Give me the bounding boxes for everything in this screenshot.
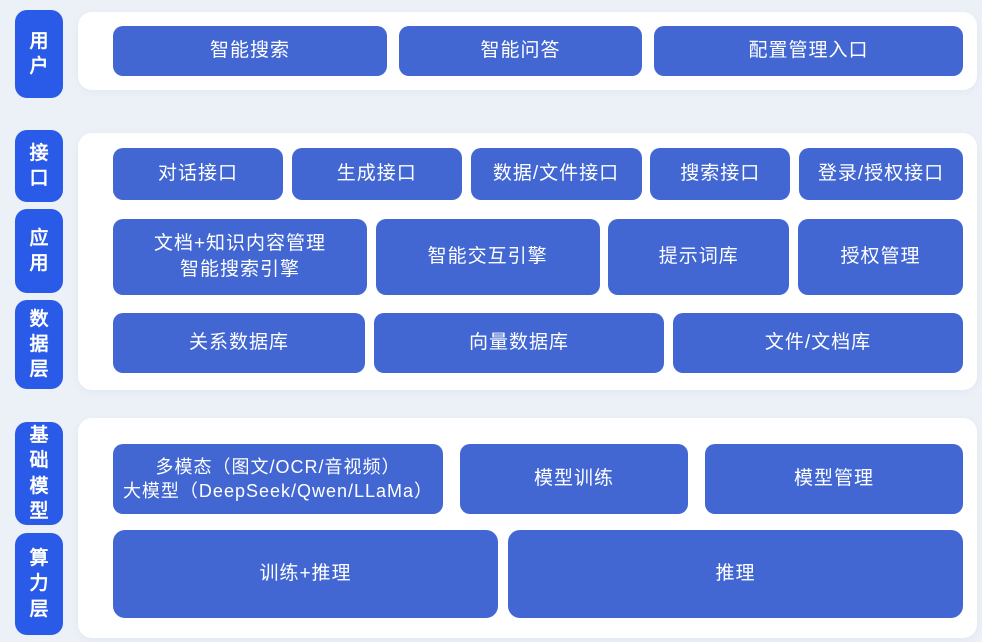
layer-label-application: 应用 [15,209,63,293]
box-inference: 推理 [508,530,963,618]
interface-row: 对话接口 生成接口 数据/文件接口 搜索接口 登录/授权接口 [113,148,963,200]
box-line1: 文档+知识内容管理 [153,232,327,254]
box-line2: 智能搜索引擎 [179,258,300,280]
box-intelligent-interaction-engine: 智能交互引擎 [375,218,600,295]
box-data-file-api: 数据/文件接口 [470,148,642,200]
box-model-management: 模型管理 [705,444,963,514]
layer-label-base-model: 基础模型 [15,422,63,525]
box-vector-database: 向量数据库 [374,313,664,373]
layer-label-interface: 接口 [15,130,63,202]
box-line1: 多模态（图文/OCR/音视频） [155,456,401,477]
box-login-auth-api: 登录/授权接口 [799,148,963,200]
box-multimodal-llm: 多模态（图文/OCR/音视频） 大模型（DeepSeek/Qwen/LLaMa） [113,444,443,514]
middle-layer-panel: 对话接口 生成接口 数据/文件接口 搜索接口 登录/授权接口 文档+知识内容管理… [78,133,977,390]
box-relational-database: 关系数据库 [113,313,365,373]
box-line2: 大模型（DeepSeek/Qwen/LLaMa） [122,481,434,501]
application-row: 文档+知识内容管理 智能搜索引擎 智能交互引擎 提示词库 授权管理 [113,218,963,295]
layer-label-compute: 算力层 [15,533,63,635]
compute-row: 训练+推理 推理 [113,530,963,618]
box-generation-api: 生成接口 [291,148,462,200]
box-doc-knowledge-search-engine: 文档+知识内容管理 智能搜索引擎 [113,218,367,295]
box-intelligent-search: 智能搜索 [113,26,387,76]
box-config-management-entry: 配置管理入口 [654,26,963,76]
box-auth-management: 授权管理 [797,218,963,295]
box-search-api: 搜索接口 [650,148,791,200]
model-layer-panel: 多模态（图文/OCR/音视频） 大模型（DeepSeek/Qwen/LLaMa）… [78,418,977,638]
box-model-training: 模型训练 [460,444,688,514]
box-intelligent-qa: 智能问答 [399,26,642,76]
box-prompt-library: 提示词库 [608,218,790,295]
base-model-row: 多模态（图文/OCR/音视频） 大模型（DeepSeek/Qwen/LLaMa）… [113,444,963,514]
box-file-document-store: 文件/文档库 [673,313,963,373]
box-training-inference: 训练+推理 [113,530,498,618]
layer-label-data: 数据层 [15,300,63,389]
user-layer-panel: 智能搜索 智能问答 配置管理入口 [78,12,977,90]
layer-label-user: 用户 [15,10,63,98]
data-row: 关系数据库 向量数据库 文件/文档库 [113,313,963,373]
box-dialog-api: 对话接口 [113,148,283,200]
user-layer-row: 智能搜索 智能问答 配置管理入口 [113,26,963,76]
